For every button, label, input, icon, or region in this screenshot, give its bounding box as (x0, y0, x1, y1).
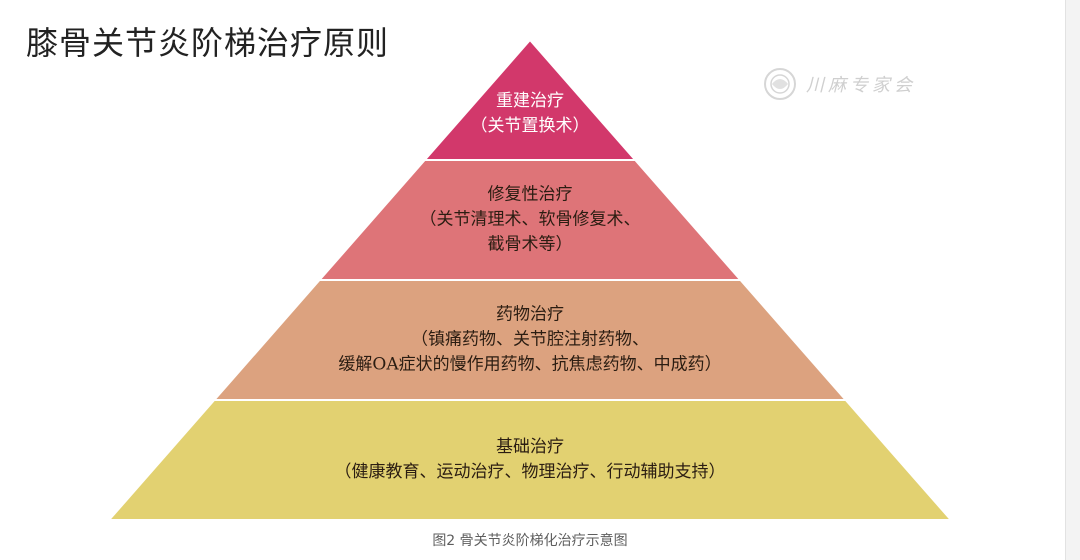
tier-2-detail-line-1: （关节清理术、软骨修复术、 (420, 210, 641, 230)
tier-4-detail-line-1: （健康教育、运动治疗、物理治疗、行动辅助支持） (335, 462, 726, 482)
watermark-seal-icon (764, 68, 796, 100)
tier-1-title: 重建治疗 (496, 91, 564, 111)
page-title: 膝骨关节炎阶梯治疗原则 (26, 24, 390, 62)
tier-2-detail-line-2: 截骨术等） (488, 235, 573, 255)
tier-4-title: 基础治疗 (496, 437, 564, 457)
tier-3-detail-line-2: 缓解OA症状的慢作用药物、抗焦虑药物、中成药） (338, 354, 721, 375)
tier-1-detail-line-1: （关节置换术） (471, 116, 590, 136)
tier-3-detail-line-1: （镇痛药物、关节腔注射药物、 (411, 330, 649, 350)
scrollbar[interactable] (1065, 0, 1080, 560)
tier-3-title: 药物治疗 (496, 305, 564, 325)
tier-2-title: 修复性治疗 (488, 185, 573, 205)
watermark-text: 川麻专家会 (806, 75, 916, 96)
watermark: 川麻专家会 (762, 64, 942, 104)
treatment-pyramid: 重建治疗 （关节置换术） 修复性治疗 （关节清理术、软骨修复术、截骨术等） 药物治疗 （镇… (106, 40, 954, 521)
pyramid-tier-4 (106, 399, 954, 521)
figure-caption: 图2 骨关节炎阶梯化治疗示意图 (432, 533, 628, 549)
